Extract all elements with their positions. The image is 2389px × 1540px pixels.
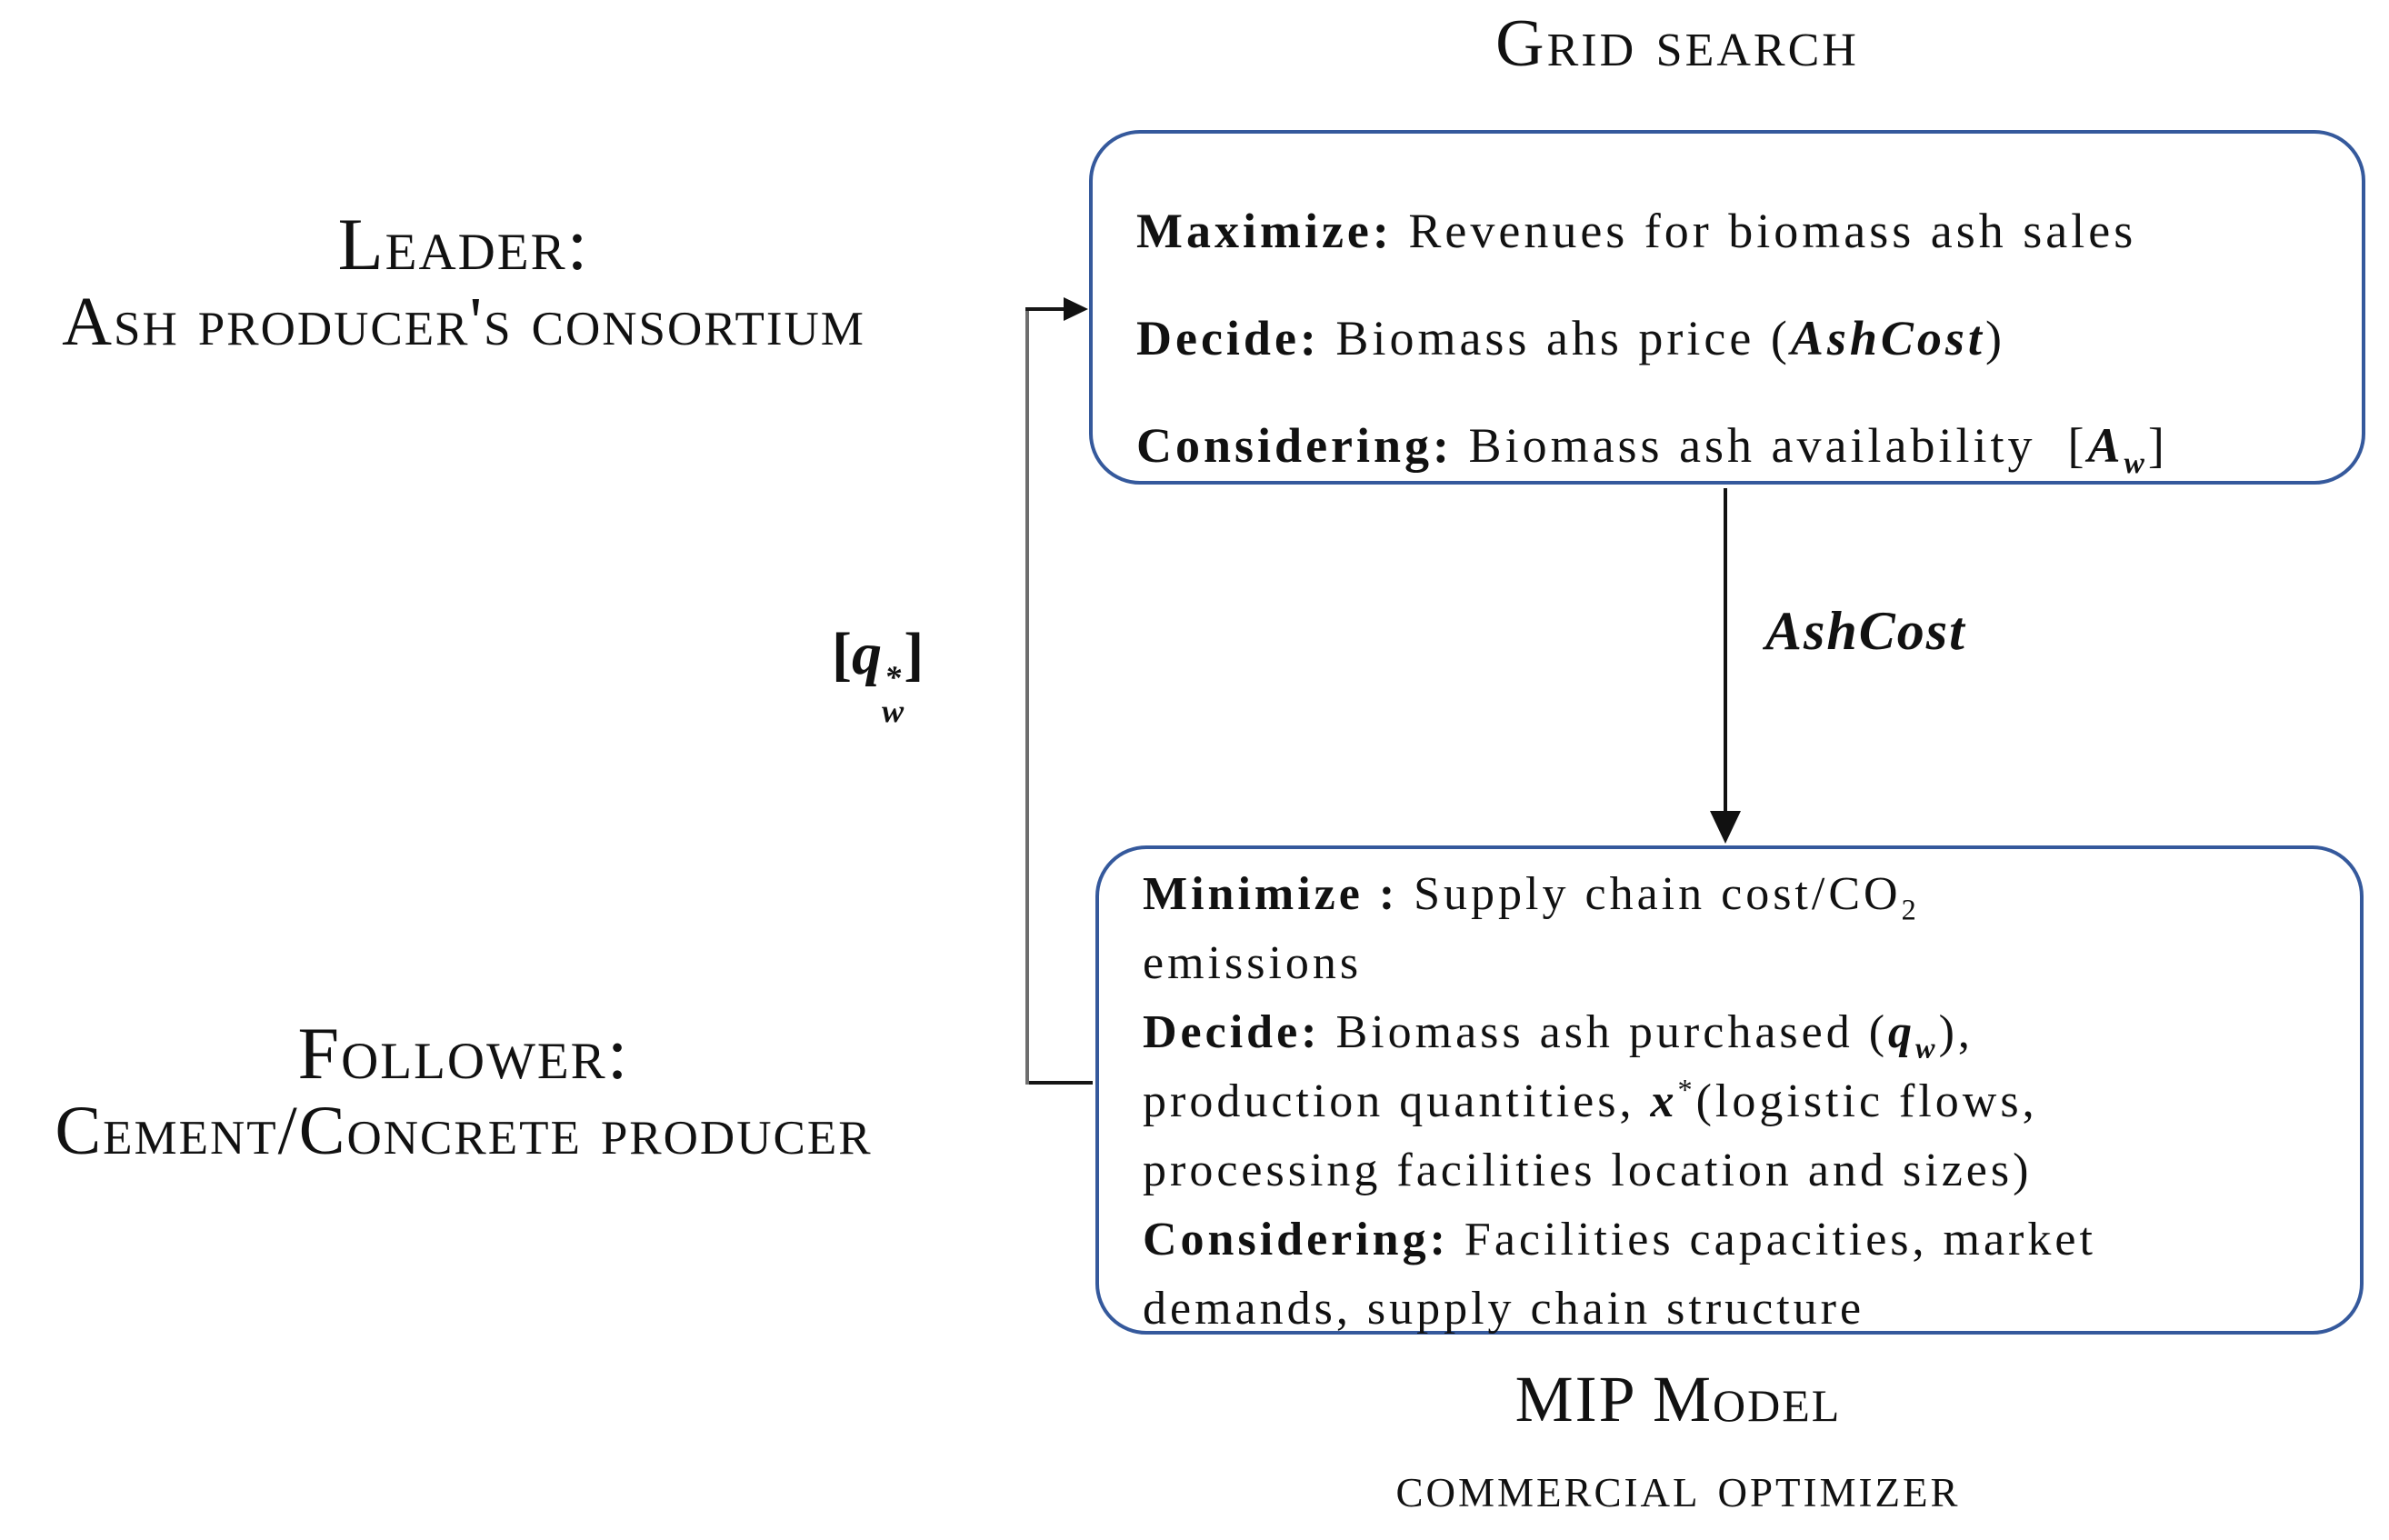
text-line: Minimize : Supply chain cost/CO2 (1143, 868, 1920, 926)
grid-search-title: Grid search (1495, 6, 1859, 81)
follower-title: Follower: (297, 1012, 630, 1095)
text-line: Considering: Facilities capacities, mark… (1143, 1214, 2096, 1265)
follower-label-block: Follower: Cement/Concrete producer (0, 1012, 927, 1170)
leader-subtitle: Ash producer's consortium (62, 284, 865, 360)
feedback-line-top (1025, 307, 1067, 311)
text-line: Decide: Biomass ahs price (AshCost) (1136, 311, 2005, 365)
leader-box-text: Maximize: Revenues for biomass ash sales… (1093, 134, 2362, 499)
commercial-optimizer-label: commercial optimizer (1395, 1455, 1961, 1519)
leader-title: Leader: (337, 203, 590, 285)
text-line: processing facilities location and sizes… (1143, 1145, 2033, 1196)
text-line: Considering: Biomass ash availability [A… (1136, 418, 2168, 480)
stacked-sup-sub: *w (881, 659, 905, 729)
feedback-line-bottom (1025, 1081, 1093, 1085)
text-line: production quantities, x*(logistic flows… (1143, 1073, 2038, 1127)
ashcost-arrow-line (1724, 488, 1727, 813)
feedback-label: [q*w] (832, 621, 925, 729)
leader-box: Maximize: Revenues for biomass ash sales… (1089, 130, 2365, 485)
ashcost-arrow-head-icon (1710, 811, 1741, 844)
feedback-line-vertical (1025, 308, 1029, 1085)
follower-subtitle: Cement/Concrete producer (55, 1093, 873, 1169)
text-line: Maximize: Revenues for biomass ash sales (1136, 204, 2137, 258)
leader-label-block: Leader: Ash producer's consortium (0, 203, 927, 361)
text-line: Decide: Biomass ash purchased (qw), (1143, 1006, 1974, 1065)
follower-box-text: Minimize : Supply chain cost/CO2 emission… (1099, 849, 2360, 1344)
text-line: demands, supply chain structure (1143, 1283, 1865, 1335)
feedback-arrow-head-icon (1064, 297, 1088, 321)
ashcost-arrow-label: AshCost (1765, 601, 1966, 661)
mip-model-block: MIP Model commercial optimizer (1224, 1362, 2133, 1521)
text-line: emissions (1143, 937, 1363, 989)
follower-box: Minimize : Supply chain cost/CO2 emission… (1095, 845, 2364, 1335)
mip-model-title: MIP Model (1514, 1363, 1842, 1435)
